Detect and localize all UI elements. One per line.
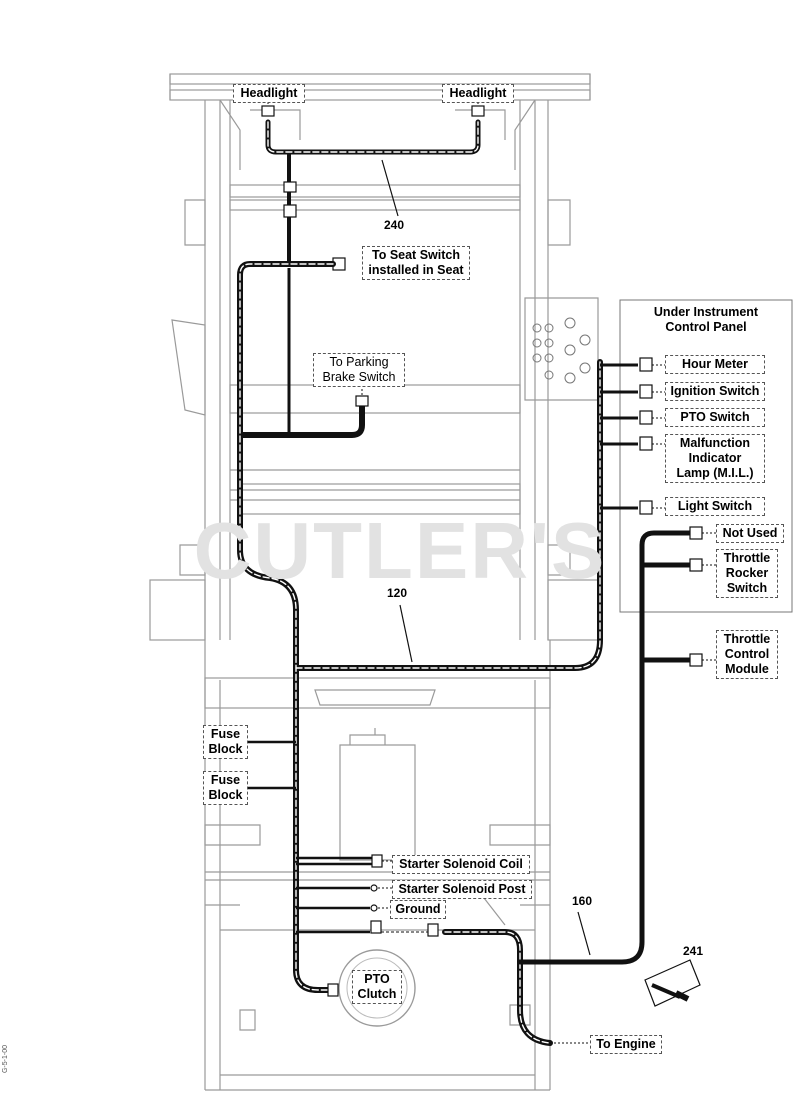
harness-160	[517, 530, 693, 965]
callout-241: 241	[683, 944, 704, 958]
label-fuse-block-2: Fuse Block	[203, 771, 248, 805]
label-ground: Ground	[390, 900, 446, 919]
label-ignition-switch: Ignition Switch	[665, 382, 765, 401]
label-fuse-block-1: Fuse Block	[203, 725, 248, 759]
harness-240	[265, 119, 481, 267]
part-241-fuse	[644, 959, 701, 1007]
label-to-engine: To Engine	[590, 1035, 662, 1054]
label-not-used: Not Used	[716, 524, 784, 543]
instrument-plate-holes	[532, 317, 591, 384]
label-pto-clutch: PTO Clutch	[352, 970, 402, 1004]
callout-160: 160	[572, 894, 593, 908]
starter-leads	[296, 856, 372, 934]
callout-240: 240	[384, 218, 405, 232]
label-throttle-rocker: Throttle Rocker Switch	[716, 549, 778, 598]
panel-title: Under Instrument Control Panel	[653, 305, 759, 334]
control-panel-box	[619, 299, 793, 613]
label-hour-meter: Hour Meter	[665, 355, 765, 374]
callout-120: 120	[387, 586, 408, 600]
watermark: CUTLER'S	[193, 506, 607, 595]
label-seat-switch: To Seat Switch installed in Seat	[362, 246, 470, 280]
panel-branches	[600, 363, 638, 510]
harness-120	[237, 261, 603, 1046]
label-throttle-module: Throttle Control Module	[716, 630, 778, 679]
label-light-switch: Light Switch	[665, 497, 765, 516]
label-starter-post: Starter Solenoid Post	[392, 880, 532, 899]
label-mil: Malfunction Indicator Lamp (M.I.L.)	[665, 434, 765, 483]
headlight-connectors	[261, 105, 485, 271]
label-pto-switch: PTO Switch	[665, 408, 765, 427]
label-parking-brake: To Parking Brake Switch	[313, 353, 405, 387]
label-starter-coil: Starter Solenoid Coil	[392, 855, 530, 874]
label-headlight-left: Headlight	[233, 84, 305, 103]
drawing-code: G-5-1-00	[2, 1045, 9, 1074]
label-headlight-right: Headlight	[442, 84, 514, 103]
panel-connectors	[639, 357, 653, 515]
pto-clutch-disk	[338, 949, 416, 1027]
